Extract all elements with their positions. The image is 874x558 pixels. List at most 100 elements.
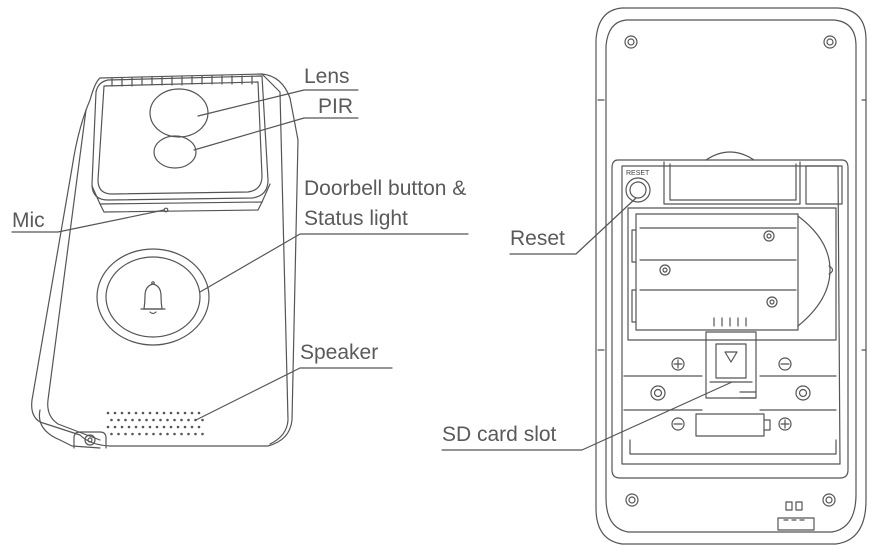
lens-circle [150, 89, 208, 137]
speaker-hole [117, 418, 120, 422]
speaker-hole [113, 425, 117, 429]
front-leader-lines [12, 90, 468, 420]
speaker-hole [155, 411, 159, 415]
speaker-hole [131, 432, 134, 436]
front-right-edge [262, 74, 288, 444]
speaker-grille [106, 411, 204, 436]
top-dome [706, 152, 754, 160]
speaker-hole [127, 425, 131, 429]
speaker-hole [183, 425, 187, 429]
speaker-hole [180, 418, 183, 422]
back-body-inner [606, 20, 856, 532]
speaker-hole [187, 418, 190, 422]
speaker-hole [162, 425, 166, 429]
speaker-hole [190, 411, 194, 415]
speaker-hole [127, 411, 131, 415]
speaker-hole [131, 418, 134, 422]
sd-card-slot [706, 332, 756, 398]
speaker-hole [197, 425, 201, 429]
speaker-hole [173, 418, 176, 422]
speaker-hole [110, 418, 113, 422]
polarity-minus-icon-1 [779, 358, 791, 370]
speaker-hole [110, 432, 113, 436]
back-body-outline [596, 8, 866, 544]
reset-button-inner [630, 182, 646, 198]
back-leader-lines [442, 198, 732, 450]
polarity-plus-icon-2 [779, 418, 791, 430]
screw-bottom-right-icon [823, 494, 835, 506]
speaker-hole [124, 418, 127, 422]
screw-top-right-icon [824, 36, 836, 48]
camera-module-inner [98, 82, 262, 194]
speaker-hole [141, 411, 145, 415]
speaker-hole [113, 411, 117, 415]
speaker-hole [141, 425, 145, 429]
speaker-hole [183, 411, 187, 415]
sd-card-icon [725, 352, 737, 362]
speaker-hole [152, 432, 155, 436]
screw-top-left-icon [625, 36, 637, 48]
doorbell-button-inner [106, 257, 200, 337]
speaker-hole [176, 425, 180, 429]
speaker-hole [106, 411, 110, 415]
compartment-outline [612, 160, 848, 478]
mic-hole [164, 208, 168, 212]
speaker-hole [155, 425, 159, 429]
speaker-hole [138, 432, 141, 436]
doorbell-button-outer [97, 249, 209, 345]
speaker-hole [138, 418, 141, 422]
speaker-hole [117, 432, 120, 436]
speaker-hole [201, 432, 204, 436]
polarity-plus-icon-1 [672, 358, 684, 370]
speaker-hole [120, 425, 124, 429]
front-side-edge [48, 110, 100, 440]
screw-bottom-left-icon [626, 494, 638, 506]
speaker-hole [159, 418, 162, 422]
speaker-hole [134, 411, 138, 415]
speaker-hole [148, 425, 152, 429]
bell-icon [141, 282, 165, 314]
reset-button [626, 178, 650, 202]
top-vent [112, 76, 252, 86]
camera-module [92, 76, 268, 200]
speaker-hole [152, 418, 155, 422]
speaker-hole [166, 418, 169, 422]
front-body-outline [32, 74, 298, 446]
front-device [32, 74, 298, 448]
reset-label: Reset [510, 227, 565, 250]
speaker-hole [120, 411, 124, 415]
doorbell-label-line1: Doorbell button & [304, 177, 467, 200]
speaker-hole [166, 432, 169, 436]
speaker-hole [187, 432, 190, 436]
battery-slot [628, 208, 836, 340]
speaker-hole [180, 432, 183, 436]
top-box [664, 162, 800, 204]
speaker-hole [169, 425, 173, 429]
speaker-hole [176, 411, 180, 415]
mic-label: Mic [12, 209, 45, 232]
module-ridge [92, 184, 270, 204]
speaker-hole [159, 432, 162, 436]
speaker-hole [169, 411, 173, 415]
speaker-hole [173, 432, 176, 436]
module-ridge-2 [100, 202, 262, 212]
screw-mid-left-icon [651, 386, 665, 400]
pir-circle [154, 136, 196, 168]
lens-label: Lens [304, 65, 350, 88]
speaker-hole [134, 425, 138, 429]
pir-label: PIR [318, 95, 354, 118]
speaker-label: Speaker [300, 341, 379, 364]
screw-mid-right-icon [796, 386, 810, 400]
speaker-hole [124, 432, 127, 436]
speaker-hole [145, 418, 148, 422]
sd-card-slot-label: SD card slot [442, 423, 557, 446]
speaker-hole [194, 432, 197, 436]
front-bottom-band [39, 410, 100, 448]
speaker-hole [190, 425, 194, 429]
speaker-hole [162, 411, 166, 415]
lower-cell [696, 414, 764, 436]
speaker-hole [201, 418, 204, 422]
bottom-screw-icon [74, 432, 106, 448]
speaker-hole [145, 432, 148, 436]
